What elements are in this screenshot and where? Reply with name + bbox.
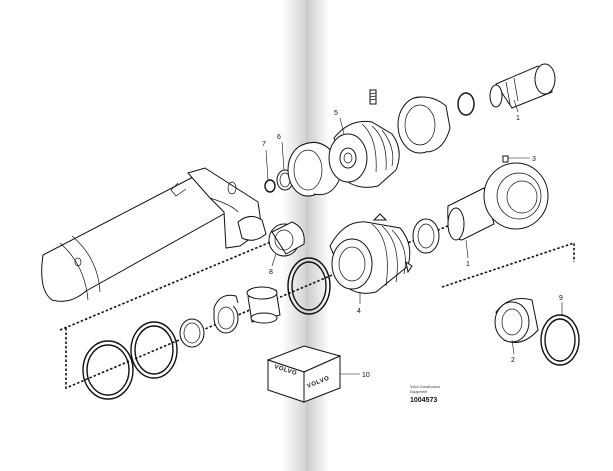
o-ring-large [82,340,134,400]
cylinder-barrel [41,167,267,302]
callout-4: 4 [357,308,361,315]
piston-ring [397,96,451,154]
piston [328,120,400,188]
guide-ring [213,294,239,334]
cylinder-head [329,213,413,294]
seal-kit-box: VOLVO VOLVO [266,345,342,403]
head-seal [412,218,440,254]
callout-10: 10 [362,372,370,379]
grease-nipple [502,155,509,163]
set-screw [369,89,377,105]
callout-1-eye: 1 [466,261,470,268]
callout-5: 5 [334,110,338,117]
callout-7: 7 [262,141,266,148]
snap-ring-7 [264,179,276,193]
rod-eye [447,162,549,241]
callout-9: 9 [559,295,563,302]
small-o-ring [457,92,475,116]
assembly-axis-lower [65,224,451,390]
caption-line-2: Equipment [410,390,427,394]
reference-number: 1004573 [410,397,437,404]
callout-8: 8 [269,269,273,276]
o-ring-8 [287,257,331,315]
retaining-ring-9 [540,314,580,366]
assembly-axis-right [441,241,575,288]
backup-ring [130,321,178,379]
callout-3: 3 [532,156,536,163]
bearing-bushing [246,286,281,324]
caption-line-1: Volvo Construction [410,385,440,389]
callout-1-rod: 1 [516,115,520,122]
callout-6: 6 [277,134,281,141]
piston-rod-upper [489,63,556,109]
bushing-8 [268,221,305,257]
callout-2: 2 [511,357,515,364]
spherical-bearing [494,298,539,343]
assembly-axis-upper [59,232,293,331]
